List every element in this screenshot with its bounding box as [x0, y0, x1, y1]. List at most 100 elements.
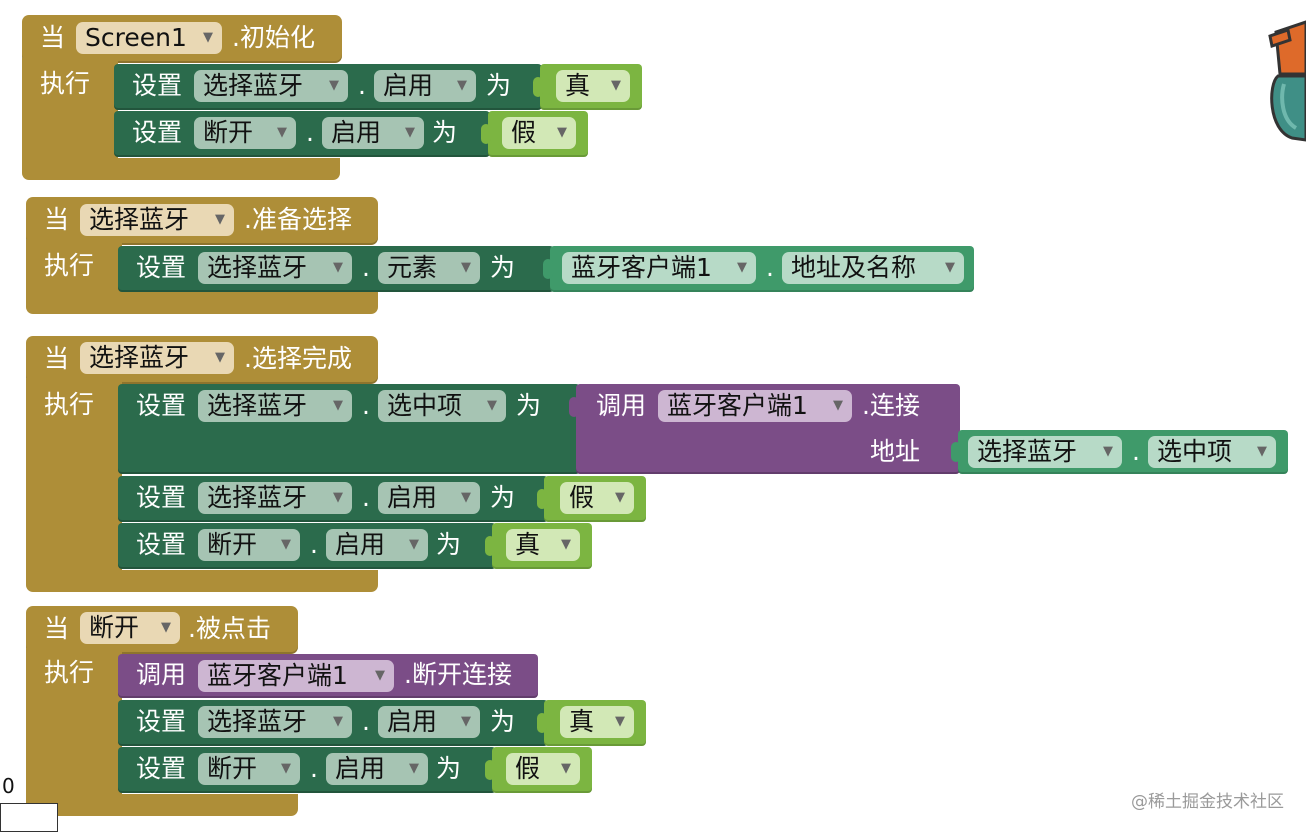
corner-number: 0: [2, 774, 15, 798]
boolean-dropdown[interactable]: 假▼: [502, 117, 576, 149]
event-name-label: .准备选择: [244, 205, 352, 234]
component-dropdown[interactable]: 选择蓝牙▼: [80, 204, 234, 236]
component-dropdown[interactable]: 蓝牙客户端1▼: [658, 390, 852, 422]
trash-can-icon[interactable]: [1262, 14, 1306, 144]
chevron-down-icon: ▼: [945, 260, 955, 275]
chevron-down-icon: ▼: [457, 78, 467, 93]
do-label: 执行: [44, 658, 95, 687]
set-label: 设置: [136, 391, 187, 420]
event-block-screen1-initialize-bottom: [22, 158, 340, 180]
do-label: 执行: [40, 69, 91, 98]
set-block-disconnect-enabled[interactable]: [118, 523, 496, 569]
set-label: 设置: [136, 530, 187, 559]
component-dropdown[interactable]: 选择蓝牙▼: [198, 390, 352, 422]
chevron-down-icon: ▼: [409, 761, 419, 776]
event-block-disconnect-click-bottom: [26, 794, 298, 816]
event-block-after-picking-body: [26, 378, 122, 578]
property-dropdown[interactable]: 选中项▼: [1148, 436, 1276, 468]
event-block-screen1-initialize-body: [22, 58, 118, 168]
event-name-label: .选择完成: [244, 344, 352, 373]
property-dropdown[interactable]: 启用▼: [374, 70, 476, 102]
chevron-down-icon: ▼: [333, 260, 343, 275]
do-label: 执行: [44, 251, 95, 280]
chevron-down-icon: ▼: [611, 78, 621, 93]
value-socket: [569, 397, 579, 417]
chevron-down-icon: ▼: [615, 490, 625, 505]
chevron-down-icon: ▼: [833, 398, 843, 413]
value-socket: [485, 760, 495, 780]
event-block-after-picking-bottom: [26, 570, 378, 592]
watermark: @稀土掘金技术社区: [1131, 792, 1284, 812]
chevron-down-icon: ▼: [487, 398, 497, 413]
component-dropdown[interactable]: 断开▼: [80, 612, 180, 644]
component-dropdown[interactable]: 蓝牙客户端1▼: [562, 252, 756, 284]
when-label: 当: [40, 23, 66, 52]
chevron-down-icon: ▼: [461, 714, 471, 729]
set-block-disconnect-enabled[interactable]: [114, 111, 490, 157]
set-label: 设置: [136, 707, 187, 736]
property-dropdown[interactable]: 地址及名称▼: [782, 252, 964, 284]
component-dropdown[interactable]: 断开▼: [198, 529, 300, 561]
event-block-before-picking-bottom: [26, 292, 378, 314]
set-label: 设置: [132, 118, 183, 147]
chevron-down-icon: ▼: [329, 78, 339, 93]
dot-label: .: [306, 118, 314, 147]
value-socket: [485, 536, 495, 556]
component-dropdown[interactable]: 选择蓝牙▼: [194, 70, 348, 102]
chevron-down-icon: ▼: [277, 125, 287, 140]
component-dropdown-screen1[interactable]: Screen1▼: [76, 22, 222, 54]
property-dropdown[interactable]: 启用▼: [378, 482, 480, 514]
property-dropdown[interactable]: 启用▼: [326, 529, 428, 561]
chevron-down-icon: ▼: [409, 537, 419, 552]
property-dropdown[interactable]: 启用▼: [326, 753, 428, 785]
to-label: 为: [490, 483, 516, 512]
boolean-dropdown[interactable]: 真▼: [560, 706, 634, 738]
chevron-down-icon: ▼: [461, 490, 471, 505]
component-dropdown[interactable]: 断开▼: [194, 117, 296, 149]
chevron-down-icon: ▼: [557, 125, 567, 140]
boolean-dropdown[interactable]: 真▼: [556, 70, 630, 102]
component-dropdown[interactable]: 选择蓝牙▼: [198, 252, 352, 284]
value-socket: [537, 489, 547, 509]
dot-label: .: [1132, 437, 1140, 466]
when-label: 当: [44, 344, 70, 373]
scrollbar-corner[interactable]: [0, 803, 58, 832]
chevron-down-icon: ▼: [461, 260, 471, 275]
chevron-down-icon: ▼: [561, 761, 571, 776]
dot-label: .: [362, 391, 370, 420]
component-dropdown[interactable]: 选择蓝牙▼: [968, 436, 1122, 468]
property-dropdown[interactable]: 启用▼: [322, 117, 424, 149]
boolean-dropdown[interactable]: 假▼: [506, 753, 580, 785]
call-label: 调用: [596, 391, 647, 420]
set-block-disconnect-enabled[interactable]: [118, 747, 496, 793]
component-dropdown[interactable]: 选择蓝牙▼: [80, 342, 234, 374]
to-label: 为: [490, 253, 516, 282]
set-label: 设置: [136, 253, 187, 282]
to-label: 为: [432, 118, 458, 147]
chevron-down-icon: ▼: [281, 761, 291, 776]
property-dropdown[interactable]: 选中项▼: [378, 390, 506, 422]
component-dropdown[interactable]: 蓝牙客户端1▼: [198, 660, 394, 692]
boolean-dropdown[interactable]: 假▼: [560, 482, 634, 514]
chevron-down-icon: ▼: [615, 714, 625, 729]
property-dropdown[interactable]: 启用▼: [378, 706, 480, 738]
dot-label: .: [362, 253, 370, 282]
component-dropdown[interactable]: 选择蓝牙▼: [198, 482, 352, 514]
boolean-dropdown[interactable]: 真▼: [506, 529, 580, 561]
chevron-down-icon: ▼: [1257, 444, 1267, 459]
set-label: 设置: [132, 71, 183, 100]
property-dropdown[interactable]: 元素▼: [378, 252, 480, 284]
to-label: 为: [436, 530, 462, 559]
component-dropdown[interactable]: 断开▼: [198, 753, 300, 785]
chevron-down-icon: ▼: [737, 260, 747, 275]
event-name-label: .初始化: [232, 23, 315, 52]
value-socket: [537, 713, 547, 733]
dot-label: .: [310, 530, 318, 559]
when-label: 当: [44, 614, 70, 643]
component-dropdown[interactable]: 选择蓝牙▼: [198, 706, 352, 738]
dot-label: .: [358, 71, 366, 100]
chevron-down-icon: ▼: [281, 537, 291, 552]
to-label: 为: [516, 391, 542, 420]
when-label: 当: [44, 205, 70, 234]
method-name-label: .断开连接: [404, 660, 512, 689]
